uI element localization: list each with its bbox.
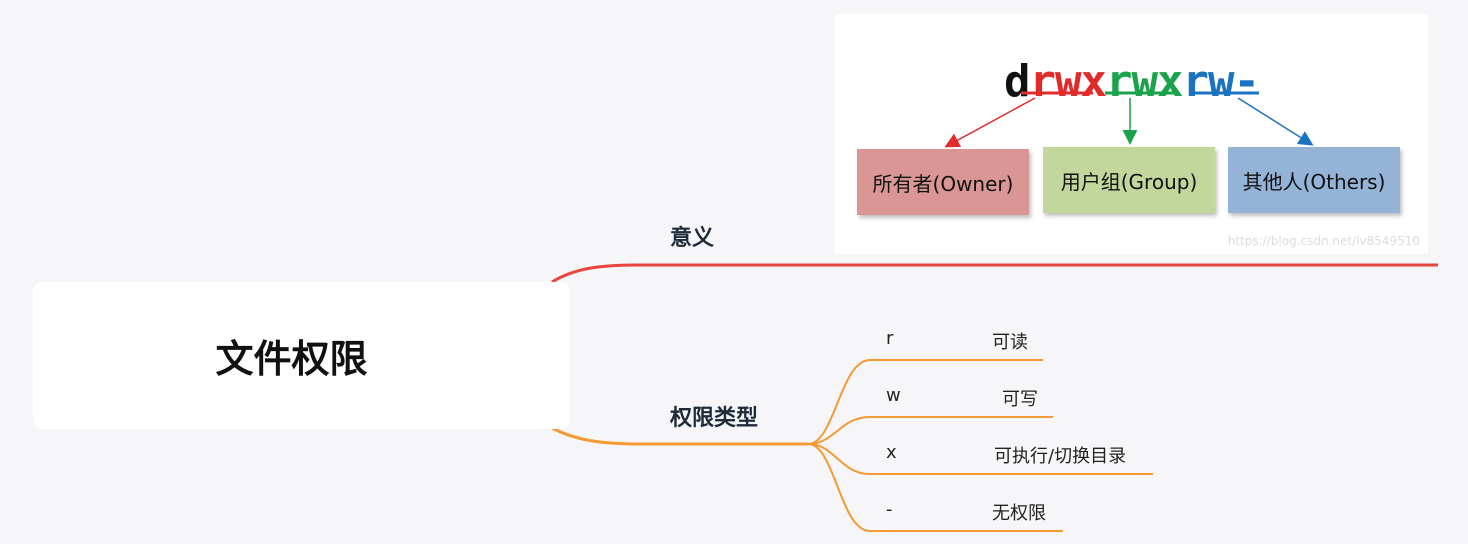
others-label: 其他人(Others)	[1242, 169, 1386, 194]
leaf-desc-x[interactable]: 可执行/切换目录	[994, 446, 1127, 467]
others-arrow	[1237, 97, 1314, 146]
perm-group-bits: rwx	[1106, 56, 1183, 107]
group-box: 用户组(Group)	[1043, 147, 1215, 213]
watermark: https://blog.csdn.net/lv8549510	[1227, 234, 1420, 248]
types-branch-line	[551, 426, 808, 446]
leaf-line-x	[807, 443, 1153, 475]
leaf-desc-none[interactable]: 无权限	[992, 503, 1046, 524]
meaning-branch-label[interactable]: 意义	[670, 226, 715, 251]
others-box: 其他人(Others)	[1228, 147, 1400, 213]
owner-label: 所有者(Owner)	[872, 171, 1014, 196]
owner-box: 所有者(Owner)	[857, 149, 1029, 215]
types-branch-label[interactable]: 权限类型	[670, 406, 759, 431]
leaf-line-w	[807, 416, 1053, 445]
root-label: 文件权限	[215, 337, 368, 381]
leaf-key-x: x	[886, 442, 897, 463]
leaf-line-none	[807, 443, 1063, 532]
root-node[interactable]: 文件权限	[33, 282, 570, 429]
leaf-desc-r[interactable]: 可读	[992, 332, 1028, 353]
leaf-key-w: w	[886, 385, 901, 406]
perm-others-bits: rw-	[1182, 56, 1259, 107]
leaf-key-none: -	[886, 499, 893, 520]
perm-type-char: d	[1004, 56, 1030, 107]
leaf-line-r	[807, 359, 1043, 445]
permission-illustration: drwxrwxrw- 所有者(Owner) 用户组(Group) 其他人(Oth…	[835, 14, 1428, 254]
leaf-key-r: r	[886, 328, 894, 349]
owner-arrow	[944, 97, 1036, 148]
permission-string: drwxrwxrw-	[835, 56, 1428, 107]
meaning-branch-line	[551, 263, 1438, 284]
leaf-desc-w[interactable]: 可写	[1002, 389, 1038, 410]
perm-owner-bits: rwx	[1029, 56, 1107, 107]
illustration-arrows	[944, 91, 1314, 148]
group-label: 用户组(Group)	[1060, 169, 1198, 194]
